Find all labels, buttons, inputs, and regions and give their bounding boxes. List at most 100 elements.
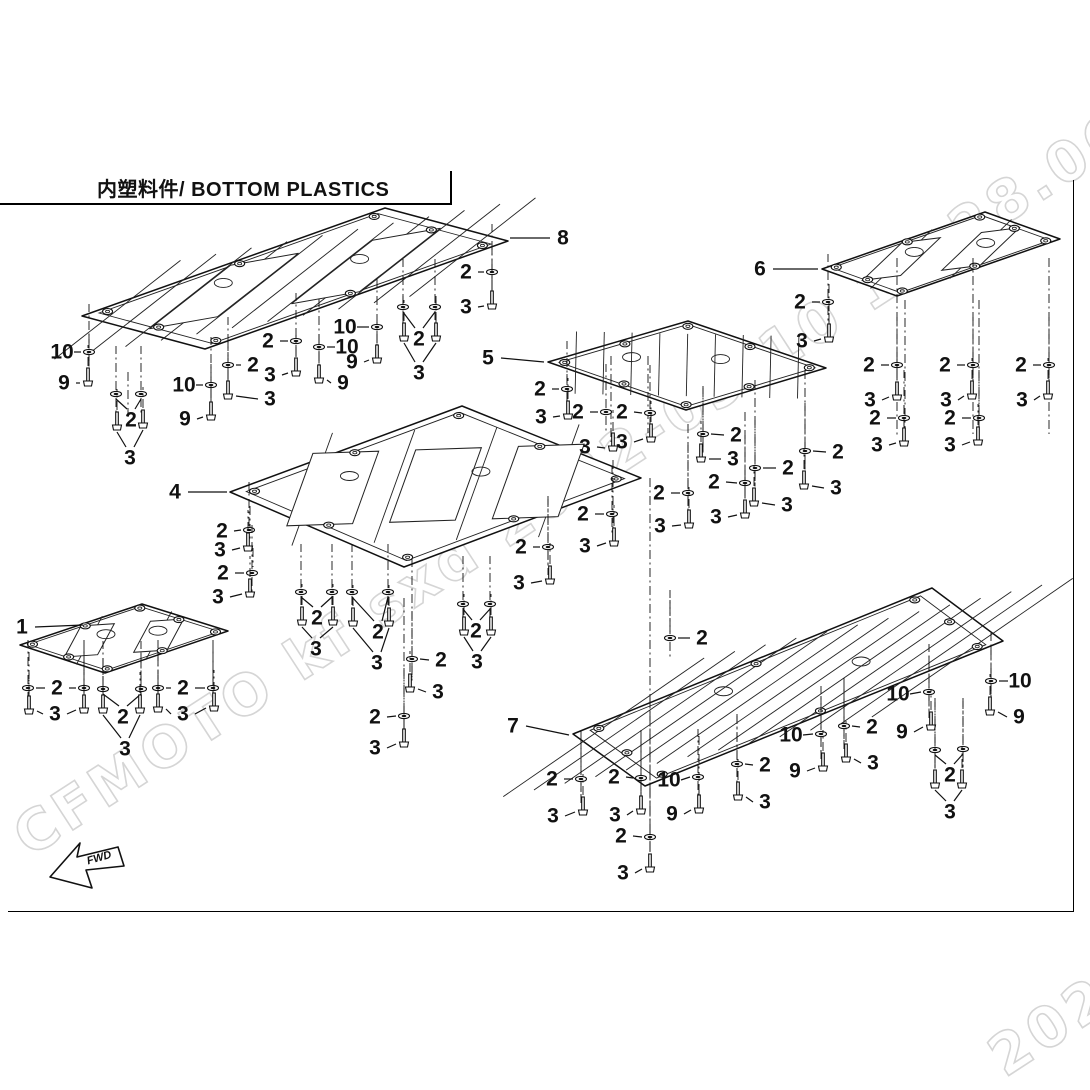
screw-boss [1040,237,1052,245]
screw-boss-hole [352,451,358,455]
screw-shaft [156,693,160,708]
fwd-arrow: FWD [49,842,125,889]
screw-shaft [649,423,653,438]
screw-boss [974,213,986,221]
page-title: 内塑料件/ BOTTOM PLASTICS [97,178,390,201]
screw-boss-hole [947,620,953,624]
screw-shaft [375,344,379,359]
panel-rib [840,584,1043,724]
callout-label: 10 [657,769,680,792]
panel-8 [54,197,536,360]
callout-label: 9 [666,803,678,826]
screw-shaft [752,487,756,502]
callout-2: 2 [456,600,497,643]
leader-line [881,396,890,401]
callout-label: 3 [371,652,383,675]
callout-label: 9 [337,372,349,395]
screw-icon [898,427,910,447]
screw-icon [798,470,810,490]
leader-line [231,547,241,551]
callout-label: 8 [557,227,569,250]
screw-icon [562,400,574,420]
washer-icon [643,409,657,417]
screw-icon [134,694,146,714]
callout-label: 2 [369,706,381,729]
screw-shaft [844,743,848,758]
leader-line [352,627,374,653]
screw-shaft [351,607,355,622]
leader-line [934,754,947,765]
screw-icon [840,743,852,763]
washer-center [316,345,322,349]
callout-2: 2 [939,354,980,377]
callout-9: 9 [896,711,937,744]
screw-boss-hole [511,517,517,521]
leader-line [957,395,965,401]
callout-5: 5 [482,347,545,370]
screw-boss-hole [104,667,110,671]
callout-label: 3 [617,862,629,885]
callout-9: 9 [346,344,383,374]
leader-line [116,431,127,448]
leader-line [229,593,243,598]
screw-head [244,591,256,598]
panel-rib [602,332,605,395]
washer-icon [541,543,555,551]
screw-boss-hole [105,309,111,314]
screw-boss [134,604,146,612]
screw-shaft [902,427,906,442]
screw-shaft [209,401,213,416]
leader-line [811,485,825,489]
callout-2: 2 [405,649,447,672]
washer-icon [748,464,762,472]
screw-icon [327,606,339,626]
screw-shaft [929,711,933,726]
screw-head [972,439,984,446]
screw-boss [619,340,631,348]
screw-head [205,414,217,421]
callout-label: 2 [869,407,881,430]
callout-3: 3 [152,692,220,726]
screw-boss [349,449,361,457]
screw-shaft [743,499,747,514]
screw-boss [79,622,91,630]
callout-2: 2 [217,562,259,585]
screw-head [645,436,657,443]
callout-label: 3 [547,805,559,828]
screw-boss [173,616,185,624]
screw-shaft [141,409,145,424]
panel-hole [711,354,730,364]
panel-rib [564,644,766,784]
screw-boss [153,323,165,331]
panel-inner-outline [245,411,626,561]
callout-label: 2 [216,520,228,543]
washer-icon [984,677,998,685]
leader-line [806,767,816,772]
leader-line [596,446,606,449]
washer-center [329,590,335,594]
panel-rib [797,336,800,399]
screw-head [486,303,498,310]
callout-label: 3 [871,434,883,457]
callout-9: 9 [179,401,217,431]
screw-boss [26,640,39,648]
screw-head [891,394,903,401]
callout-2: 2 [869,407,911,430]
washer-center [578,777,584,781]
callout-label: 2 [794,291,806,314]
leader-line [66,709,77,715]
washer-center [208,383,214,387]
leader-line [386,743,397,749]
leader-line [422,311,436,329]
leader-line [680,776,691,781]
callout-2: 2 [696,424,742,447]
callout-label: 10 [335,336,358,359]
screw-boss-hole [405,555,411,559]
panel-pad [149,252,299,330]
callout-label: 2 [944,764,956,787]
screw-boss-hole [371,214,377,219]
screw-boss-hole [899,289,905,293]
washer-center [487,602,493,606]
